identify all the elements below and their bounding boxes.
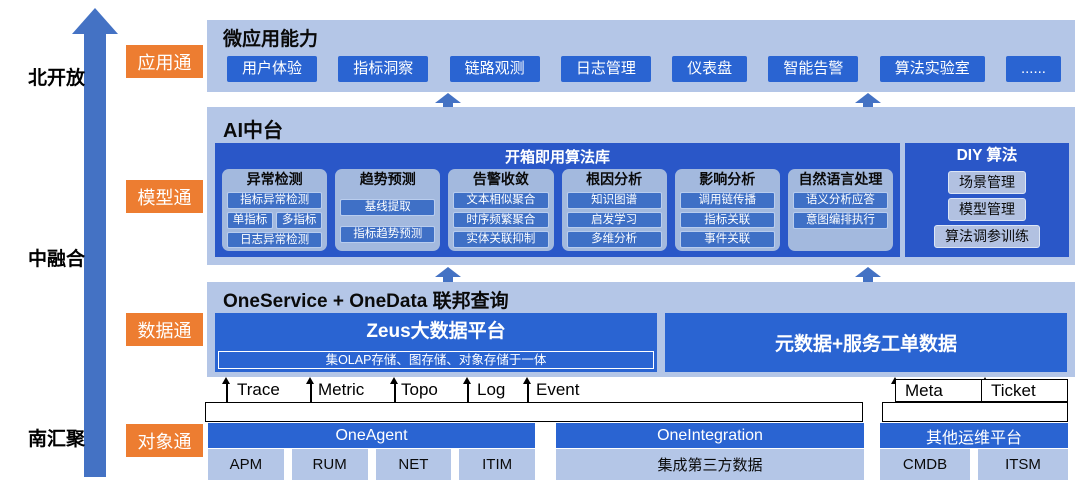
up-arrow-icon xyxy=(435,267,461,283)
oneintegration-chips: 集成第三方数据 xyxy=(556,449,864,480)
app-button-log-manage: 日志管理 xyxy=(560,56,651,82)
micro-app-panel: 微应用能力 用户体验 指标洞察 链路观测 日志管理 仪表盘 智能告警 算法实验室… xyxy=(207,20,1075,92)
badge-model-layer: 模型通 xyxy=(126,180,203,213)
side-label-south-aggregate: 南汇聚 xyxy=(28,429,86,450)
other-ops-platform-header: 其他运维平台 xyxy=(880,423,1068,448)
algorithm-columns: 异常检测 指标异常检测 单指标 多指标 日志异常检测 趋势预测 基线提取 指标趋… xyxy=(222,169,894,251)
badge-object-layer: 对象通 xyxy=(126,424,203,457)
side-label-middle-fusion: 中融合 xyxy=(28,249,86,270)
algo-chip: 时序频繁聚合 xyxy=(453,211,549,229)
algo-chip: 事件关联 xyxy=(679,231,775,249)
ingest-label-metric: Metric xyxy=(318,380,365,399)
oneagent-header: OneAgent xyxy=(208,423,535,448)
app-button-metric-insight: 指标洞察 xyxy=(338,56,429,82)
algo-chip: 指标趋势预测 xyxy=(340,226,436,243)
algorithm-library-title: 开箱即用算法库 xyxy=(504,149,610,166)
collector-bus-box-left xyxy=(205,402,863,422)
algo-chip: 多指标 xyxy=(276,211,323,229)
app-button-algo-lab: 算法实验室 xyxy=(879,56,985,82)
app-button-dashboard: 仪表盘 xyxy=(672,56,748,82)
app-button-user-experience: 用户体验 xyxy=(227,56,318,82)
algo-chip: 单指标 xyxy=(227,211,274,229)
chip-cmdb: CMDB xyxy=(880,449,970,480)
side-label-north-open: 北开放 xyxy=(28,68,86,89)
chip-itsm: ITSM xyxy=(978,449,1068,480)
app-button-trace-observe: 链路观测 xyxy=(449,56,540,82)
zeus-bar-label: Zeus大数据平台 xyxy=(366,321,506,342)
micro-app-button-row: 用户体验 指标洞察 链路观测 日志管理 仪表盘 智能告警 算法实验室 .....… xyxy=(227,56,1061,82)
diy-chip-model-manage: 模型管理 xyxy=(948,198,1026,221)
collector-bus-box-right xyxy=(882,402,1068,422)
metadata-ticket-bar: 元数据+服务工单数据 xyxy=(665,313,1067,372)
diy-panel-title: DIY 算法 xyxy=(956,147,1018,164)
algo-card-nlp: 自然语言处理 语义分析应答 意图编排执行 xyxy=(787,169,894,251)
algo-card-trend-forecast: 趋势预测 基线提取 指标趋势预测 xyxy=(335,169,441,251)
ingest-arrow-trace-icon xyxy=(222,377,232,402)
data-layer-panel: OneService + OneData 联邦查询 Zeus大数据平台 集OLA… xyxy=(207,282,1075,377)
south-north-arrow-head-icon xyxy=(72,8,118,34)
ingest-label-topo: Topo xyxy=(401,380,438,399)
meta-ticket-label-box: Meta Ticket xyxy=(895,379,1068,402)
algo-chip: 多维分析 xyxy=(566,231,662,249)
algo-card-anomaly-detection: 异常检测 指标异常检测 单指标 多指标 日志异常检测 xyxy=(222,169,328,251)
algo-chip: 实体关联抑制 xyxy=(453,231,549,249)
ingest-arrow-event-icon xyxy=(523,377,533,402)
ingest-arrow-log-icon xyxy=(463,377,473,402)
ai-platform-title: AI中台 xyxy=(223,120,283,142)
data-layer-title: OneService + OneData 联邦查询 xyxy=(223,291,509,312)
algorithm-library-panel: 开箱即用算法库 异常检测 指标异常检测 单指标 多指标 日志异常检测 趋势预测 … xyxy=(215,143,900,257)
chip-thirdparty-data: 集成第三方数据 xyxy=(556,449,864,480)
up-arrow-icon xyxy=(855,93,881,109)
diy-algorithm-panel: DIY 算法 场景管理 模型管理 算法调参训练 xyxy=(905,143,1069,257)
algo-chip: 指标关联 xyxy=(679,211,775,229)
algo-chip: 调用链传播 xyxy=(679,192,775,209)
ingest-label-ticket: Ticket xyxy=(981,380,1067,401)
ingest-arrow-metric-icon xyxy=(306,377,316,402)
app-button-more: ...... xyxy=(1005,56,1061,82)
other-ops-platform-chips: CMDB ITSM xyxy=(880,449,1068,480)
up-arrow-icon xyxy=(435,93,461,109)
ingest-label-event: Event xyxy=(536,380,580,399)
algo-chip: 语义分析应答 xyxy=(792,192,889,209)
oneintegration-header: OneIntegration xyxy=(556,423,864,448)
algo-card-alert-convergence: 告警收敛 文本相似聚合 时序频繁聚合 实体关联抑制 xyxy=(448,169,554,251)
algo-chip: 启发学习 xyxy=(566,211,662,229)
badge-app-layer: 应用通 xyxy=(126,45,203,78)
oneagent-chips: APM RUM NET ITIM xyxy=(208,449,535,480)
algo-card-root-cause: 根因分析 知识图谱 启发学习 多维分析 xyxy=(561,169,667,251)
algo-card-impact-analysis: 影响分析 调用链传播 指标关联 事件关联 xyxy=(674,169,780,251)
ingest-label-trace: Trace xyxy=(237,380,280,399)
chip-apm: APM xyxy=(208,449,284,480)
algo-chip: 基线提取 xyxy=(340,199,436,216)
algo-chip: 日志异常检测 xyxy=(227,231,323,248)
algo-chip: 指标异常检测 xyxy=(227,192,323,209)
ai-platform-panel: AI中台 开箱即用算法库 异常检测 指标异常检测 单指标 多指标 日志异常检测 … xyxy=(207,107,1075,265)
app-button-smart-alert: 智能告警 xyxy=(768,56,859,82)
algo-chip: 意图编排执行 xyxy=(792,212,889,229)
diy-chip-scene-manage: 场景管理 xyxy=(948,171,1026,194)
algo-chip: 文本相似聚合 xyxy=(453,192,549,209)
badge-data-layer: 数据通 xyxy=(126,313,203,346)
ingest-label-meta: Meta xyxy=(905,381,943,400)
diy-chip-tuning-training: 算法调参训练 xyxy=(934,225,1040,248)
ingest-arrow-topo-icon xyxy=(390,377,400,402)
zeus-bigdata-bar: Zeus大数据平台 集OLAP存储、图存储、对象存储于一体 xyxy=(215,313,657,372)
chip-net: NET xyxy=(375,449,452,480)
up-arrow-icon xyxy=(855,267,881,283)
micro-app-panel-title: 微应用能力 xyxy=(223,29,319,50)
chip-rum: RUM xyxy=(291,449,368,480)
algo-chip-pair: 单指标 多指标 xyxy=(227,211,323,229)
ingest-label-log: Log xyxy=(477,380,506,399)
south-north-arrow-stem xyxy=(84,30,106,477)
chip-itim: ITIM xyxy=(459,449,535,480)
algo-chip: 知识图谱 xyxy=(566,192,662,209)
zeus-storage-subbar: 集OLAP存储、图存储、对象存储于一体 xyxy=(218,351,654,369)
